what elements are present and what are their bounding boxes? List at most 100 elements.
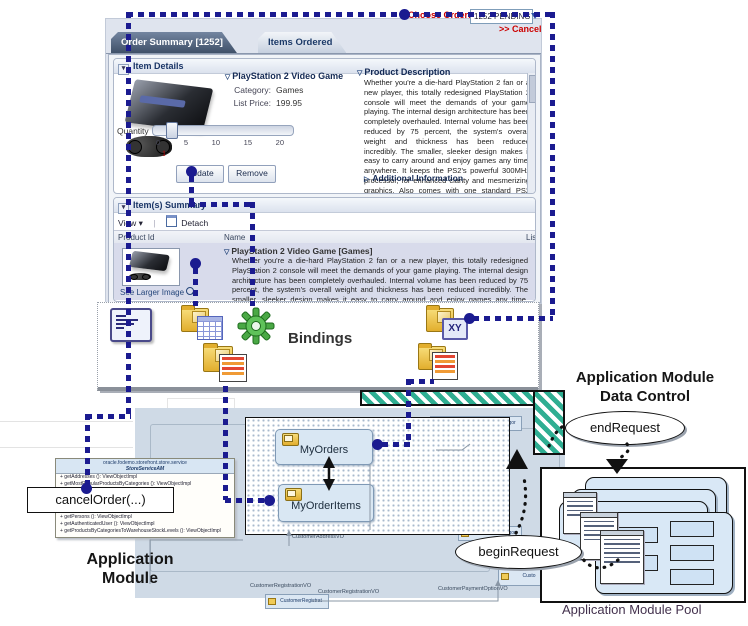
graph-binding-folder-icon	[426, 305, 454, 332]
class-method: + getPersons (): ViewObjectImpl	[60, 514, 132, 520]
endrequest-to-pool-path	[615, 442, 631, 462]
order-page-screenshot: Order Summary [1252] Items Ordered Item …	[105, 18, 542, 304]
binding-wire	[126, 12, 131, 418]
detach-button[interactable]: Detach	[181, 218, 209, 228]
method-binding-icon	[110, 308, 152, 342]
list-price-value: 199.95	[276, 98, 302, 108]
classbox-header: oracle.fodemo.storefront.store.service S…	[56, 459, 234, 474]
tab-order-summary[interactable]: Order Summary [1252]	[111, 32, 237, 53]
class-method: + getAuthenticatedUser (): ViewObjectImp…	[60, 521, 155, 527]
binding-wire	[85, 414, 90, 488]
scrollbar[interactable]	[527, 73, 535, 193]
diagram-link-label: CustomerAddressVO	[292, 534, 344, 540]
detach-icon	[165, 215, 177, 227]
binding-wire	[127, 12, 555, 17]
am-slot	[670, 521, 714, 537]
bg-grid-line	[0, 421, 133, 422]
class-name: StoreServiceAM	[125, 466, 165, 472]
diagram-node: CustomerRegistrat	[265, 594, 329, 609]
binding-wire	[86, 414, 131, 419]
view-object-icon	[285, 488, 302, 501]
items-summary-panel: Item(s) Summary View ▾ | Detach Product …	[113, 197, 536, 302]
binding-wire	[406, 379, 411, 445]
binding-wire	[408, 379, 434, 384]
binding-wire	[250, 202, 255, 306]
quantity-label: Quantity	[117, 126, 149, 136]
iterator-binding2-list-icon	[432, 352, 458, 380]
items-summary-title: Item(s) Summary	[133, 200, 207, 210]
class-package: oracle.fodemo.storefront.store.service	[103, 460, 187, 466]
view-object-callout-box	[245, 417, 510, 535]
binding-wire-dot	[186, 166, 197, 177]
update-button[interactable]: Update	[176, 165, 224, 183]
thumbnail-frame	[122, 248, 180, 286]
tab-strip-divider	[106, 53, 541, 54]
binding-wire	[550, 12, 555, 318]
category-label: Category:	[234, 85, 271, 95]
iterator-binding-list-icon	[219, 354, 247, 382]
binding-wire	[189, 176, 194, 206]
binding-wire-dot	[264, 495, 275, 506]
console-thumb-art	[128, 251, 171, 272]
binding-wire	[223, 386, 228, 500]
binding-wire-dot	[190, 258, 201, 269]
item-details-panel: Item Details PlayStation 2 Video Game Ca…	[113, 58, 536, 194]
am-slot	[670, 569, 714, 585]
cancel-order-callout: cancelOrder(...)	[27, 487, 174, 513]
remove-button[interactable]: Remove	[228, 165, 276, 183]
col-list[interactable]: List	[526, 233, 536, 242]
tab-items-ordered[interactable]: Items Ordered	[258, 32, 346, 53]
diagram-link-label: CustomerPaymentOptionVO	[438, 586, 508, 592]
graph-binding-xy-icon: XY	[442, 318, 468, 340]
page-content: Item Details PlayStation 2 Video Game Ca…	[108, 54, 541, 303]
product-name: PlayStation 2 Video Game	[209, 71, 359, 81]
session-document-icon	[600, 530, 644, 584]
view-object-icon	[282, 433, 299, 446]
binding-wire	[193, 268, 198, 306]
binding-wire-dot	[464, 313, 475, 324]
gamepad-thumb-art	[128, 272, 151, 281]
cancel-order-link[interactable]: >> Cancel	[499, 24, 542, 34]
list-price-label: List Price:	[233, 98, 271, 108]
product-description-title: Product Description	[357, 67, 450, 77]
summary-table-row[interactable]: See Larger Image PlayStation 2 Video Gam…	[114, 243, 535, 302]
additional-information-link[interactable]: Additional Information	[364, 173, 463, 183]
diagram-link-label: CustomerRegistrationVO	[250, 583, 312, 589]
col-product-id[interactable]: Product Id	[118, 233, 155, 242]
binding-wire-dot	[399, 9, 410, 20]
begin-request-ellipse: beginRequest	[455, 535, 582, 569]
scrollbar-thumb[interactable]	[529, 75, 535, 103]
summary-toolbar: View ▾ | Detach	[118, 215, 528, 229]
binding-wire	[382, 442, 410, 447]
quantity-slider-track[interactable]	[152, 125, 294, 136]
quantity-slider-handle[interactable]	[166, 122, 178, 139]
binding-wire-dot	[81, 483, 92, 494]
category-value: Games	[276, 85, 304, 95]
bindings-title: Bindings	[288, 330, 353, 347]
col-name[interactable]: Name	[224, 233, 246, 242]
class-method: + getAddresses (): ViewObjectImpl	[60, 474, 138, 480]
binding-wire	[225, 498, 271, 503]
items-summary-header[interactable]: Item(s) Summary	[114, 198, 535, 214]
am-slot	[670, 545, 714, 561]
bg-grid-line	[0, 447, 133, 448]
table-binding-grid-icon	[197, 316, 223, 340]
class-method: + getProductsByCategoriesToWarehouseStoc…	[60, 528, 221, 534]
end-request-ellipse: endRequest	[565, 411, 685, 445]
row-product-description: Whether you're a die-hard PlayStation 2 …	[232, 256, 528, 302]
product-image	[122, 77, 222, 159]
gear-icon	[237, 307, 275, 345]
binding-wire	[473, 316, 553, 321]
gamepad-art	[126, 136, 172, 158]
slider-error-value: 1	[162, 149, 166, 158]
class-method: + getMostPopularProductsByCategories ():…	[60, 481, 192, 487]
item-details-title: Item Details	[133, 61, 184, 71]
binding-wire	[189, 202, 253, 207]
see-larger-image-link[interactable]: See Larger Image	[120, 287, 195, 297]
toolbar-separator: |	[153, 218, 156, 228]
data-control-hatch-strip	[360, 390, 539, 406]
